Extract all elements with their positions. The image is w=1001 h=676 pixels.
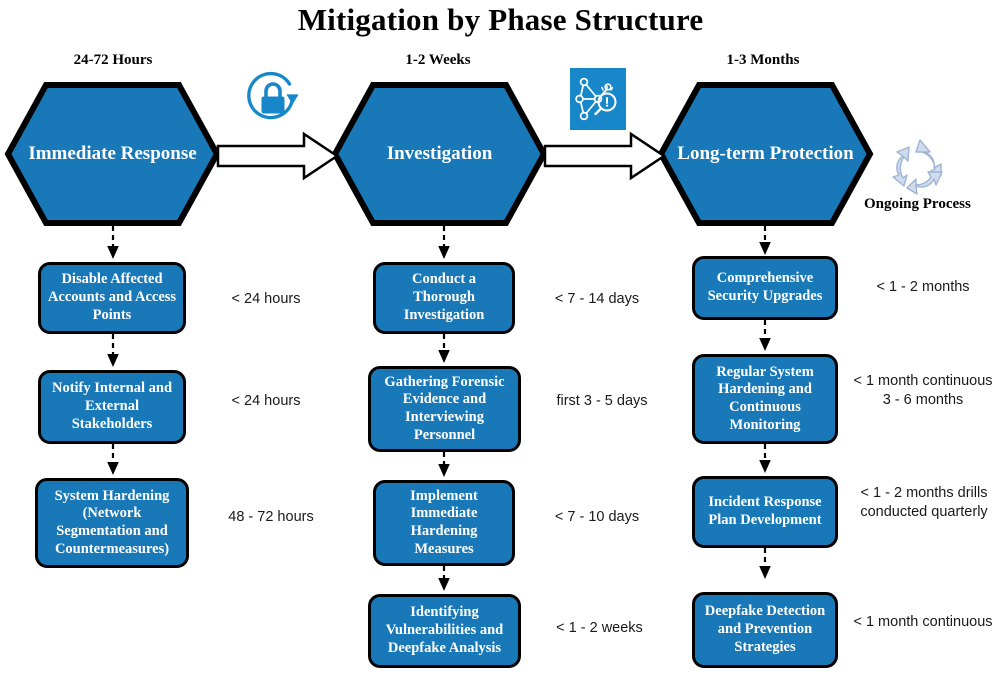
connector-hex1-to-step1 <box>100 226 126 262</box>
connector-step3-1-to-3-2 <box>752 320 778 354</box>
connector-step2-2-to-2-3 <box>431 452 457 480</box>
phase-hexagon-long-term-protection[interactable]: Long-term Protection <box>657 82 874 226</box>
timing-label-1-2: < 24 hours <box>231 393 301 409</box>
step-box-3-1[interactable]: Comprehensive Security Upgrades <box>692 256 838 320</box>
phase-hexagon-immediate-response[interactable]: Immediate Response <box>4 82 221 226</box>
connector-step3-2-to-3-3 <box>752 444 778 476</box>
recycle-cycle-icon <box>884 128 956 200</box>
connector-step2-1-to-2-2 <box>431 334 457 366</box>
timing-label-3-1: < 1 - 2 months <box>876 279 970 295</box>
step-box-3-2[interactable]: Regular System Hardening and Continuous … <box>692 354 838 444</box>
step-box-2-1[interactable]: Conduct a Thorough Investigation <box>373 262 515 334</box>
timing-label-3-4: < 1 month continuous <box>853 614 993 630</box>
lock-refresh-icon <box>242 70 304 132</box>
phase-transition-arrow-2 <box>543 131 667 181</box>
network-investigation-icon <box>570 68 626 130</box>
step-box-1-2[interactable]: Notify Internal and External Stakeholder… <box>38 370 186 444</box>
timing-label-2-1: < 7 - 14 days <box>554 291 640 307</box>
phase-duration-label-1: 24-72 Hours <box>73 52 153 68</box>
connector-step3-3-to-3-4 <box>752 548 778 582</box>
phase-duration-label-3: 1-3 Months <box>726 52 800 68</box>
step-box-3-4[interactable]: Deepfake Detection and Prevention Strate… <box>692 592 838 668</box>
phase-transition-arrow-1 <box>216 131 340 181</box>
page-title: Mitigation by Phase Structure <box>297 2 704 37</box>
connector-step1-1-to-1-2 <box>100 334 126 370</box>
phase-hexagon-investigation[interactable]: Investigation <box>331 82 548 226</box>
connector-hex2-to-step1 <box>431 226 457 262</box>
step-box-1-1[interactable]: Disable Affected Accounts and Access Poi… <box>38 262 186 334</box>
step-box-2-3[interactable]: Implement Immediate Hardening Measures <box>373 480 515 566</box>
step-box-2-2[interactable]: Gathering Forensic Evidence and Intervie… <box>368 366 521 452</box>
timing-label-2-2: first 3 - 5 days <box>556 393 648 409</box>
step-box-3-3[interactable]: Incident Response Plan Development <box>692 476 838 548</box>
connector-step2-3-to-2-4 <box>431 566 457 594</box>
hexagon-shape-1 <box>4 82 221 226</box>
timing-label-1-3: 48 - 72 hours <box>228 509 314 525</box>
ongoing-process-label: Ongoing Process <box>864 196 971 212</box>
step-box-1-3[interactable]: System Hardening (Network Segmentation a… <box>35 478 189 568</box>
timing-label-1-1: < 24 hours <box>231 291 301 307</box>
hexagon-shape-2 <box>331 82 548 226</box>
step-box-2-4[interactable]: Identifying Vulnerabilities and Deepfake… <box>368 594 521 668</box>
phase-duration-label-2: 1-2 Weeks <box>405 52 471 68</box>
timing-label-3-2: < 1 month continuous 3 - 6 months <box>853 373 993 408</box>
timing-label-3-3: < 1 - 2 months drills conducted quarterl… <box>860 485 988 520</box>
hexagon-shape-3 <box>657 82 874 226</box>
timing-label-2-4: < 1 - 2 weeks <box>556 620 643 636</box>
connector-hex3-to-step1 <box>752 226 778 258</box>
timing-label-2-3: < 7 - 10 days <box>554 509 640 525</box>
connector-step1-2-to-1-3 <box>100 444 126 478</box>
